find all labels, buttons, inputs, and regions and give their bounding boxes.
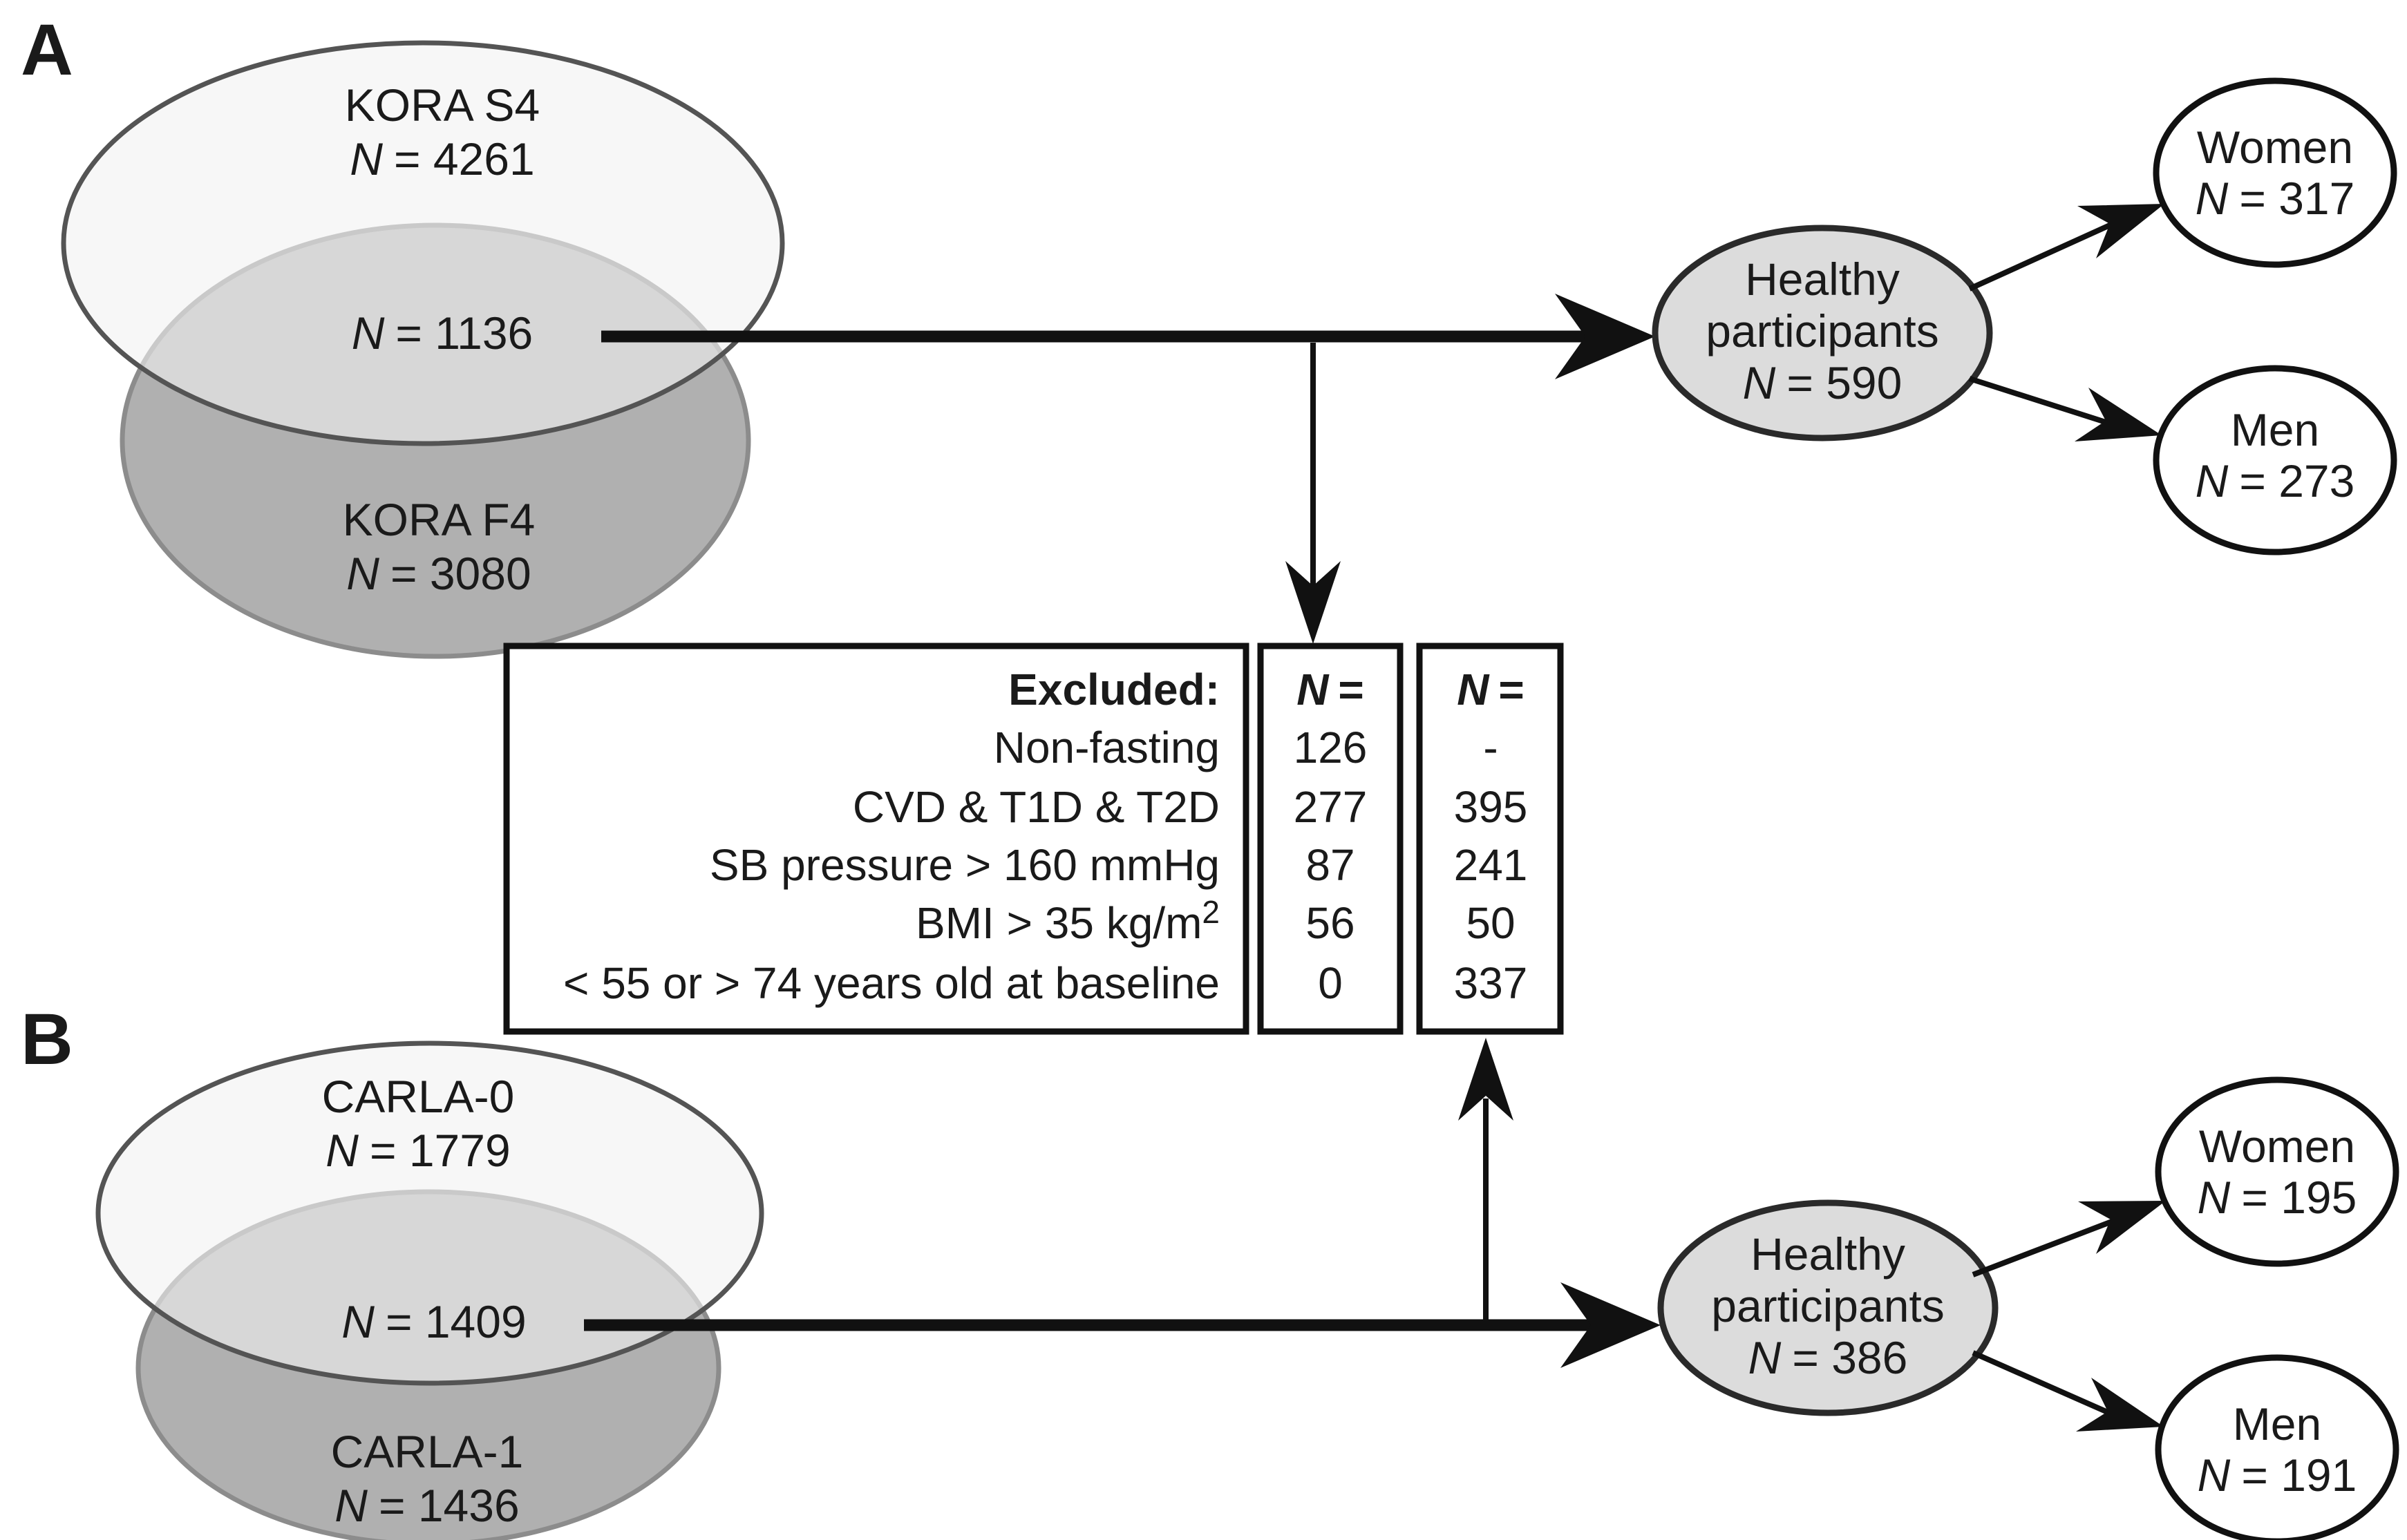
men-b-label: Men: [2233, 1398, 2321, 1449]
women-a-ellipse: [2153, 77, 2397, 268]
arrow-b-to-women-head-icon: [2078, 1201, 2166, 1254]
exclusion-col-b-header: N=: [1457, 665, 1525, 714]
exclusion-row-value-a: 277: [1294, 782, 1368, 832]
healthy-a-ellipse: [1652, 225, 1993, 441]
exclusion-row-value-a: 56: [1305, 898, 1354, 948]
healthy-a-count: N= 590: [1743, 357, 1903, 408]
exclusion-col-a-header: N=: [1296, 665, 1364, 714]
arrow-a-to-women-line: [1968, 222, 2113, 292]
arrow-a-to-excluded-head-icon: [1285, 561, 1341, 644]
exclusion-row-value-b: -: [1483, 723, 1498, 772]
exclusion-row-value-b: 337: [1454, 958, 1528, 1008]
exclusion-row-label: CVD & T1D & T2D: [853, 782, 1220, 832]
carla-overlap-count: N= 1409: [341, 1296, 526, 1347]
kora-s4-ellipse: [61, 40, 785, 446]
men-a-label: Men: [2231, 404, 2319, 455]
exclusion-header: Excluded:: [1008, 665, 1220, 714]
exclusion-row-label: SB pressure > 160 mmHg: [710, 840, 1220, 890]
kora-f4-count: N= 3080: [346, 548, 531, 599]
healthy-b-count: N= 386: [1748, 1332, 1908, 1383]
exclusion-col-a-box: [1257, 643, 1404, 1035]
arrow-a-to-men-head-icon: [2075, 388, 2162, 441]
carla-0-ellipse: [95, 1040, 764, 1386]
arrow-b-to-women-line: [1972, 1219, 2113, 1277]
exclusion-main-box: [503, 643, 1249, 1035]
carla-1-name: CARLA-1: [331, 1426, 524, 1477]
women-b-count: N= 195: [2198, 1172, 2357, 1223]
exclusion-row-label: Non-fasting: [994, 723, 1220, 772]
arrow-a-to-healthy-head-icon: [1555, 294, 1655, 379]
men-a-count: N= 273: [2196, 455, 2355, 506]
women-a-count: N= 317: [2196, 173, 2355, 224]
women-b-ellipse: [2155, 1076, 2399, 1267]
healthy-b-line2: participants: [1711, 1280, 1945, 1331]
healthy-a-line1: Healthy: [1745, 254, 1900, 305]
exclusion-row-label: < 55 or > 74 years old at baseline: [563, 958, 1220, 1008]
exclusion-row-value-a: 0: [1318, 958, 1343, 1008]
healthy-b-ellipse: [1657, 1199, 1999, 1416]
arrow-b-to-healthy-head-icon: [1560, 1282, 1661, 1368]
men-a-ellipse: [2153, 365, 2397, 555]
women-a-label: Women: [2197, 122, 2353, 173]
exclusion-col-b-box: [1416, 643, 1564, 1035]
arrow-a-to-women-head-icon: [2077, 204, 2164, 258]
exclusion-row-label: BMI > 35 kg/m2: [916, 894, 1220, 948]
exclusion-row-value-b: 395: [1454, 782, 1528, 832]
kora-f4-name: KORA F4: [343, 494, 536, 545]
exclusion-row-value-a: 87: [1305, 840, 1354, 890]
kora-overlap-count: N= 1136: [352, 307, 533, 359]
exclusion-row-value-a: 126: [1294, 723, 1368, 772]
arrow-a-to-men-line: [1968, 376, 2109, 426]
carla-0-name: CARLA-0: [322, 1071, 515, 1122]
healthy-a-line2: participants: [1706, 305, 1939, 357]
exclusion-row-value-b: 241: [1454, 840, 1528, 890]
men-b-ellipse: [2155, 1354, 2399, 1540]
kora-s4-name: KORA S4: [345, 79, 540, 131]
panel-a-label: A: [21, 10, 73, 91]
panel-b-label: B: [21, 999, 73, 1080]
arrow-b-to-men-head-icon: [2076, 1378, 2164, 1432]
men-b-count: N= 191: [2198, 1449, 2357, 1501]
carla-1-count: N= 1436: [334, 1480, 519, 1531]
exclusion-row-value-b: 50: [1466, 898, 1515, 948]
arrow-b-to-men-line: [1972, 1350, 2111, 1416]
healthy-b-line1: Healthy: [1750, 1228, 1905, 1280]
carla-0-count: N= 1779: [325, 1125, 510, 1176]
kora-s4-count: N= 4261: [350, 133, 534, 184]
women-b-label: Women: [2199, 1121, 2355, 1172]
arrow-b-to-excluded-head-icon: [1458, 1038, 1513, 1121]
